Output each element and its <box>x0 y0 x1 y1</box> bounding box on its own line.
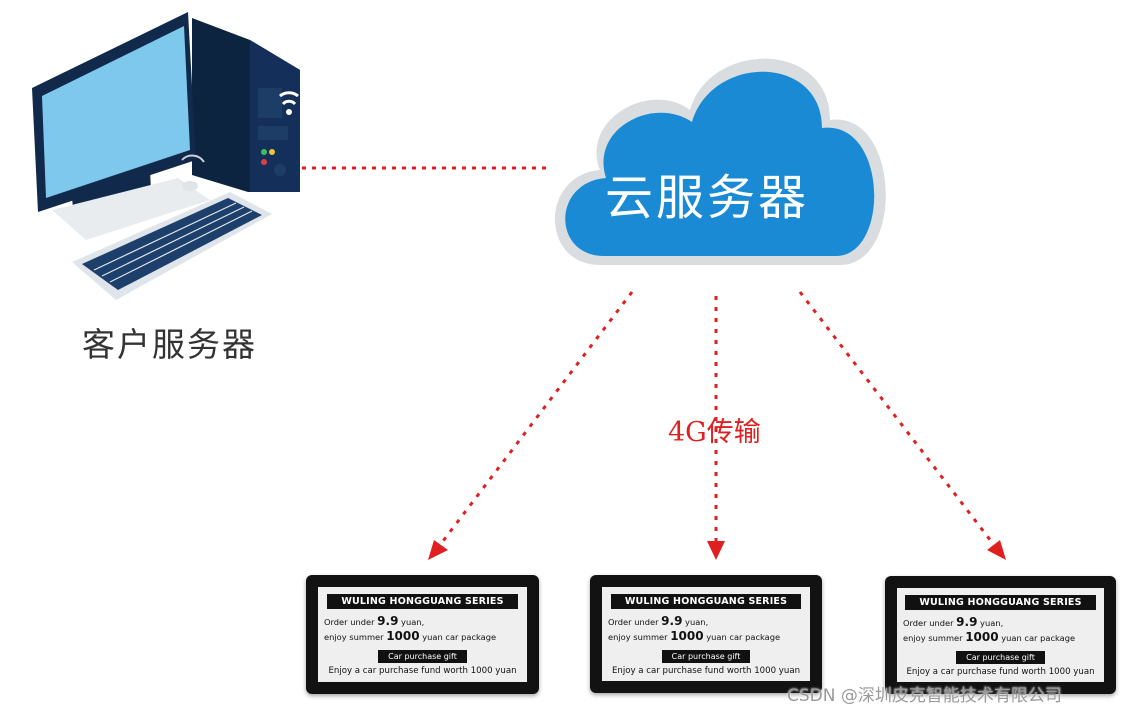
display-line2: enjoy summer 1000 yuan car package <box>608 629 781 643</box>
arrowheads <box>428 540 1006 560</box>
display-gift-badge: Car purchase gift <box>956 651 1045 664</box>
display-title: WULING HONGGUANG SERIES <box>327 594 518 609</box>
display-line1: Order under 9.9 yuan, <box>903 615 1004 629</box>
display-gift-badge: Car purchase gift <box>378 650 467 663</box>
display-line1: Order under 9.9 yuan, <box>324 614 425 628</box>
arrow-right <box>798 291 996 546</box>
display-fund-text: Enjoy a car purchase fund worth 1000 yua… <box>328 666 517 676</box>
display-fund-text: Enjoy a car purchase fund worth 1000 yua… <box>611 666 801 676</box>
display-gift-badge: Car purchase gift <box>661 650 751 663</box>
arrowhead-right <box>987 540 1006 560</box>
cloud-icon <box>555 58 886 265</box>
client-server-label: 客户服务器 <box>82 325 257 364</box>
display-line1: Order under 9.9 yuan, <box>608 614 709 628</box>
display-line2: enjoy summer 1000 yuan car package <box>324 629 497 643</box>
epaper-display-3: WULING HONGGUANG SERIES Order under 9.9 … <box>885 576 1116 694</box>
transport-label: 4G传输 <box>668 417 761 448</box>
watermark: CSDN @深圳皮克智能技术有限公司 <box>787 686 1062 706</box>
arrow-left <box>438 291 634 546</box>
display-title: WULING HONGGUANG SERIES <box>610 594 802 609</box>
arrowhead-center <box>707 541 725 560</box>
epaper-display-2: WULING HONGGUANG SERIES Order under 9.9 … <box>590 575 822 693</box>
arrowhead-left <box>428 540 448 560</box>
transport-arrows <box>438 291 996 546</box>
display-line2: enjoy summer 1000 yuan car package <box>903 630 1076 644</box>
display-fund-text: Enjoy a car purchase fund worth 1000 yua… <box>906 667 1095 677</box>
display-screen: WULING HONGGUANG SERIES Order under 9.9 … <box>602 587 810 681</box>
display-screen: WULING HONGGUANG SERIES Order under 9.9 … <box>318 587 527 682</box>
epaper-display-1: WULING HONGGUANG SERIES Order under 9.9 … <box>306 575 539 694</box>
desktop-computer-icon <box>32 12 300 300</box>
display-screen: WULING HONGGUANG SERIES Order under 9.9 … <box>897 588 1104 682</box>
cloud-server-label: 云服务器 <box>605 170 810 226</box>
display-title: WULING HONGGUANG SERIES <box>905 595 1096 610</box>
